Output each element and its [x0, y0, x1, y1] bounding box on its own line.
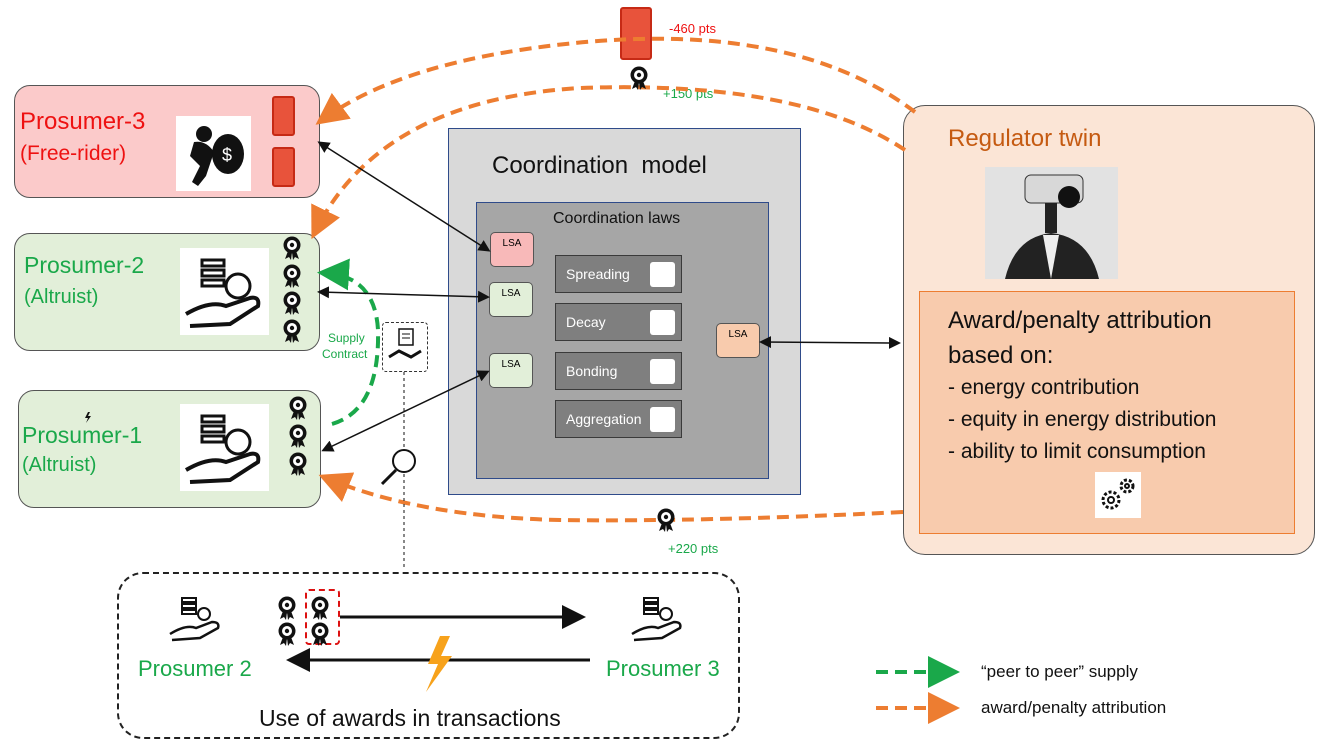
link-lsa-regulator	[759, 336, 901, 349]
gear-icon	[1095, 472, 1141, 518]
hand-coins-icon	[631, 597, 682, 642]
medal-icon	[281, 291, 303, 315]
hand-coins-icon	[180, 404, 269, 491]
coordination-laws-title: Coordination laws	[553, 210, 681, 227]
penalty-points: -460 pts	[669, 21, 716, 36]
p2p-supply-arrow	[317, 258, 381, 426]
transactions-box	[117, 572, 740, 739]
legend-award-label: award/penalty attribution	[981, 698, 1167, 717]
prosumer-3-role: (Free-rider)	[20, 142, 127, 165]
supply-contract-label-2: Contract	[322, 347, 368, 361]
legend-p2p-label: “peer to peer” supply	[981, 662, 1138, 681]
criterion-1: - energy contribution	[948, 376, 1140, 399]
award-arrow-prosumer-1	[318, 472, 904, 523]
selected-awards-box	[305, 589, 340, 645]
criterion-3: - ability to limit consumption	[948, 440, 1206, 463]
transactions-caption: Use of awards in transactions	[259, 705, 561, 731]
hand-coins-icon	[169, 597, 220, 642]
medal-icon	[287, 452, 309, 476]
penalty-arrow-prosumer-3	[315, 36, 917, 125]
medal-icon	[276, 622, 298, 646]
lsa-prosumer-3: LSA	[490, 232, 534, 267]
lightning-icon	[426, 636, 452, 692]
link-prosumer-2-lsa	[317, 286, 490, 303]
transaction-prosumer-2: Prosumer 2	[138, 656, 252, 681]
prosumer-1-role: (Altruist)	[22, 454, 97, 476]
gear-icon	[650, 359, 675, 384]
medal-icon	[281, 236, 303, 260]
svg-text:$: $	[222, 145, 232, 165]
prosumer-2-role: (Altruist)	[24, 286, 99, 308]
thief-icon: $	[176, 116, 251, 191]
warning-card-icon	[272, 96, 295, 136]
medal-icon	[655, 508, 677, 532]
medal-icon	[628, 66, 650, 90]
supply-contract-label-1: Supply	[328, 331, 365, 345]
regulator-title: Regulator twin	[948, 125, 1102, 152]
award-arrow-prosumer-2	[311, 85, 907, 240]
award-points-bottom: +220 pts	[668, 541, 719, 556]
law-bonding: Bonding	[555, 352, 682, 390]
transaction-prosumer-3: Prosumer 3	[606, 656, 720, 681]
link-prosumer-3-lsa	[317, 141, 491, 252]
lsa-prosumer-1: LSA	[489, 353, 533, 388]
prosumer-3-box	[14, 85, 320, 198]
prosumer-1-name: Prosumer-1	[22, 422, 143, 448]
magnifier-icon	[380, 449, 416, 486]
camera-head-icon	[985, 167, 1118, 279]
prosumer-1-box	[18, 390, 321, 508]
warning-card-icon	[272, 147, 295, 187]
medal-icon	[309, 596, 331, 620]
prosumer-3-name: Prosumer-3	[20, 108, 146, 135]
medal-icon	[281, 264, 303, 288]
attribution-title-2: based on:	[948, 342, 1054, 369]
gear-icon	[650, 262, 675, 287]
gear-icon	[650, 310, 675, 335]
medal-icon	[276, 596, 298, 620]
gear-icon	[650, 407, 675, 432]
medal-icon	[281, 319, 303, 343]
warning-card-icon	[620, 7, 652, 60]
handshake-icon	[382, 322, 428, 372]
criterion-2: - equity in energy distribution	[948, 408, 1217, 431]
prosumer-2-name: Prosumer-2	[24, 252, 145, 278]
lsa-prosumer-2: LSA	[489, 282, 533, 317]
law-decay: Decay	[555, 303, 682, 341]
medal-icon	[309, 622, 331, 646]
prosumer-2-box	[14, 233, 320, 351]
attribution-title-1: Award/penalty attribution	[948, 307, 1212, 334]
law-aggregation: Aggregation	[555, 400, 682, 438]
medal-icon	[287, 424, 309, 448]
medal-icon	[287, 396, 309, 420]
link-prosumer-1-lsa	[321, 370, 490, 452]
lsa-regulator: LSA	[716, 323, 760, 358]
coordination-model-title: Coordination model	[492, 152, 707, 179]
law-spreading: Spreading	[555, 255, 682, 293]
hand-coins-icon	[180, 248, 269, 335]
lightning-icon	[85, 412, 91, 423]
